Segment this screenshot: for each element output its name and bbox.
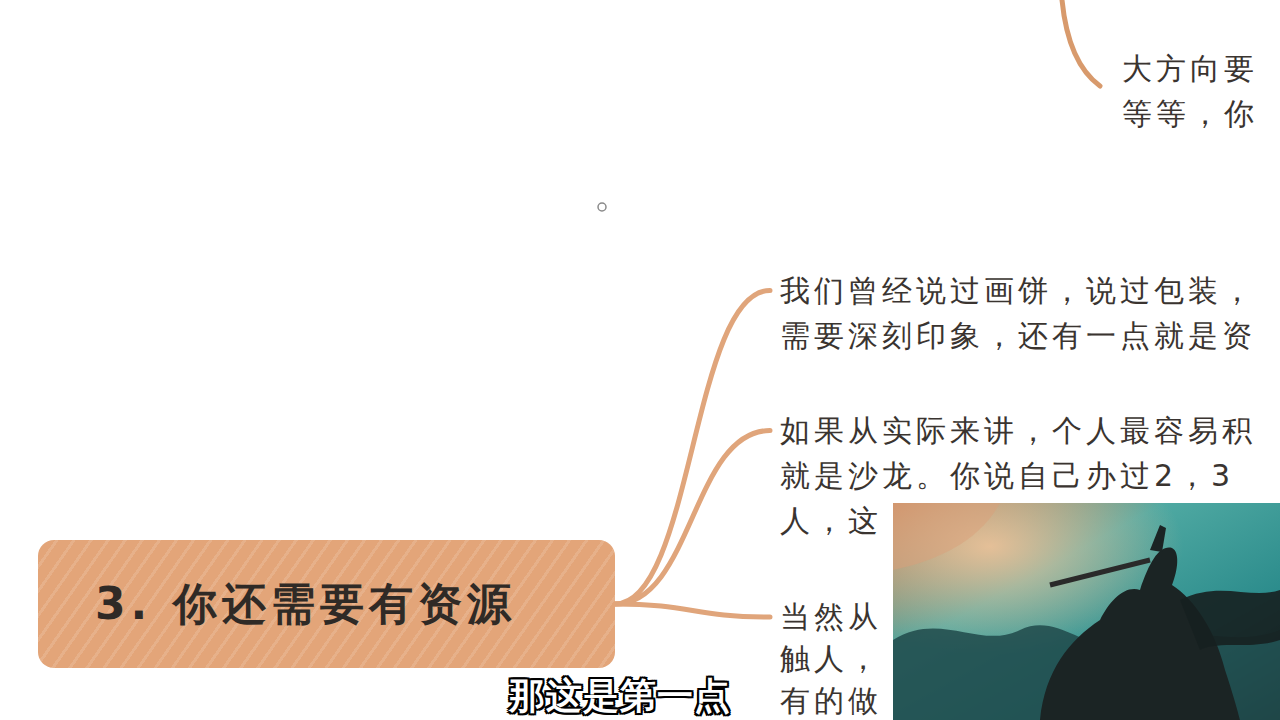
- topic-box: 3. 你还需要有资源: [38, 540, 615, 668]
- video-inset: [893, 503, 1280, 720]
- branch-text: 我们曾经说过画饼，说过包装， 需要深刻印象，还有一点就是资: [770, 268, 1280, 358]
- branch-line: [615, 604, 770, 617]
- topic-title: 3. 你还需要有资源: [95, 578, 516, 631]
- branch-note: 如果从实际来讲，个人最容易积 就是沙龙。你说自己办过2，3 人，这: [780, 408, 1280, 543]
- branch-note: 我们曾经说过画饼，说过包装， 需要深刻印象，还有一点就是资: [780, 268, 1280, 358]
- branch-text: 当然从 触人， 有的做: [770, 596, 894, 720]
- branch-line: [615, 291, 770, 605]
- branch-line: [615, 431, 770, 605]
- branch-text: 如果从实际来讲，个人最容易积 就是沙龙。你说自己办过2，3 人，这: [770, 408, 1280, 543]
- note-text: 大方向要 等等，你: [1122, 46, 1262, 136]
- subtitle-text: 那这是第一点: [505, 672, 735, 720]
- branch-note: 当然从 触人， 有的做: [780, 596, 894, 720]
- branch-curve: [1062, 0, 1100, 86]
- dot-marker: [598, 203, 606, 211]
